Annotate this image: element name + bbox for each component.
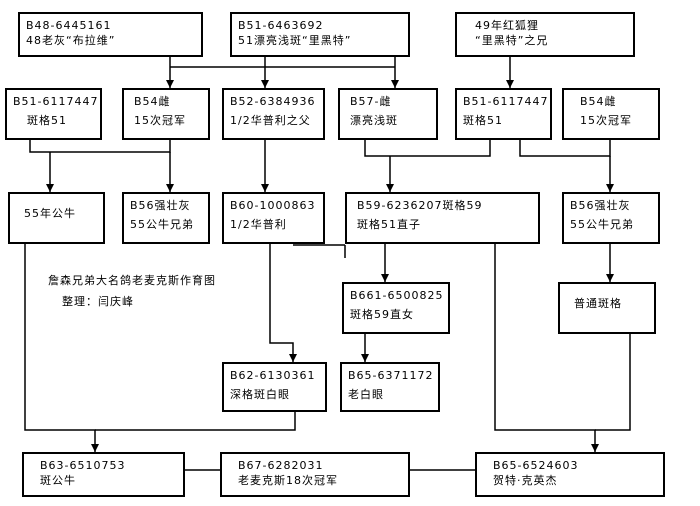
node-p4-id: B57-雌	[350, 95, 392, 108]
node-g2-id: B51-6463692	[238, 19, 324, 32]
node-p5-id: B51-6117447	[463, 95, 549, 108]
node-e1-id: B62-6130361	[230, 369, 316, 382]
chart-arranger: 整理：闫庆峰	[62, 295, 134, 308]
node-c4-desc: 斑格51直子	[357, 218, 421, 231]
node-c2-desc: 55公牛兄弟	[130, 218, 194, 231]
node-c5: B56强壮灰 55公牛兄弟	[562, 192, 660, 244]
node-e1: B62-6130361 深格斑白眼	[222, 362, 327, 412]
node-g1-desc: 48老灰“布拉维”	[26, 34, 116, 47]
chart-title: 詹森兄弟大名鸽老麦克斯作育图	[48, 274, 216, 287]
node-f3-id: B65-6524603	[493, 459, 579, 472]
node-d1-id: B661-6500825	[350, 289, 444, 302]
node-f2-desc: 老麦克斯18次冠军	[238, 474, 338, 487]
node-c3-id: B60-1000863	[230, 199, 316, 212]
node-p3-id: B52-6384936	[230, 95, 316, 108]
node-f3: B65-6524603 贺特·克英杰	[475, 452, 665, 497]
node-g3-id: 49年红狐狸	[475, 19, 539, 32]
node-d2: 普通斑格	[558, 282, 656, 334]
node-p1-desc: 斑格51	[27, 114, 67, 127]
node-f1-id: B63-6510753	[40, 459, 126, 472]
node-f2-id: B67-6282031	[238, 459, 324, 472]
node-e1-desc: 深格斑白眼	[230, 388, 290, 401]
node-p2-desc: 15次冠军	[134, 114, 186, 127]
node-d1-desc: 斑格59直女	[350, 308, 414, 321]
node-c4: B59-6236207斑格59 斑格51直子	[345, 192, 540, 244]
node-e2-desc: 老白眼	[348, 388, 384, 401]
chart-title-block: 詹森兄弟大名鸽老麦克斯作育图 整理：闫庆峰	[48, 270, 216, 312]
node-c4-id: B59-6236207斑格59	[357, 199, 483, 212]
node-p1-id: B51-6117447	[13, 95, 99, 108]
node-p6: B54雌 15次冠军	[562, 88, 660, 140]
node-g1: B48-6445161 48老灰“布拉维”	[18, 12, 203, 57]
node-g3: 49年红狐狸 “里黑特”之兄	[455, 12, 635, 57]
node-p2: B54雌 15次冠军	[122, 88, 210, 140]
node-p5: B51-6117447 斑格51	[455, 88, 552, 140]
node-g2: B51-6463692 51漂亮浅斑“里黑特”	[230, 12, 410, 57]
node-e2: B65-6371172 老白眼	[340, 362, 440, 412]
node-c2-id: B56强壮灰	[130, 199, 191, 212]
node-p3-desc: 1/2华普利之父	[230, 114, 311, 127]
node-f1: B63-6510753 斑公牛	[22, 452, 185, 497]
node-f1-desc: 斑公牛	[40, 474, 76, 487]
node-f2: B67-6282031 老麦克斯18次冠军	[220, 452, 410, 497]
node-p6-desc: 15次冠军	[580, 114, 632, 127]
node-p2-id: B54雌	[134, 95, 171, 108]
node-p4: B57-雌 漂亮浅斑	[338, 88, 438, 140]
node-p3: B52-6384936 1/2华普利之父	[222, 88, 325, 140]
node-d1: B661-6500825 斑格59直女	[342, 282, 450, 334]
node-c1-id: 55年公牛	[24, 207, 76, 220]
node-c2: B56强壮灰 55公牛兄弟	[122, 192, 210, 244]
node-c1: 55年公牛	[8, 192, 105, 244]
node-f3-desc: 贺特·克英杰	[493, 474, 558, 487]
node-c5-desc: 55公牛兄弟	[570, 218, 634, 231]
node-g1-id: B48-6445161	[26, 19, 112, 32]
node-p4-desc: 漂亮浅斑	[350, 114, 398, 127]
node-p5-desc: 斑格51	[463, 114, 503, 127]
node-d2-id: 普通斑格	[574, 297, 622, 310]
node-c3-desc: 1/2华普利	[230, 218, 287, 231]
node-g2-desc: 51漂亮浅斑“里黑特”	[238, 34, 352, 47]
node-c3: B60-1000863 1/2华普利	[222, 192, 325, 244]
node-g3-desc: “里黑特”之兄	[475, 34, 549, 47]
node-p1: B51-6117447 斑格51	[5, 88, 102, 140]
node-c5-id: B56强壮灰	[570, 199, 631, 212]
node-e2-id: B65-6371172	[348, 369, 434, 382]
node-p6-id: B54雌	[580, 95, 617, 108]
